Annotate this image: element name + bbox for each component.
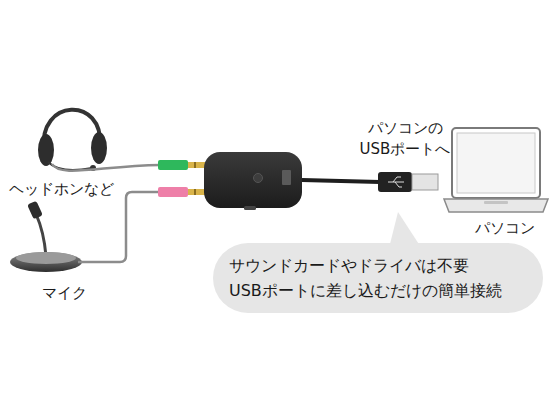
node-text: パソコン bbox=[458, 217, 552, 239]
usb-plug bbox=[378, 172, 438, 192]
speech-bubble: サウンドカードやドライバは不要 USBポートに差し込むだけの簡単接続 bbox=[213, 243, 543, 313]
laptop-icon bbox=[444, 128, 548, 212]
device-label: マイク bbox=[24, 281, 104, 305]
port-note: パソコンの USBポートへ bbox=[350, 118, 460, 160]
device-label: ヘッドホンなど bbox=[0, 177, 122, 201]
pink-plug bbox=[158, 187, 205, 197]
usb-audio-adapter bbox=[204, 152, 302, 210]
microphone-icon bbox=[10, 201, 82, 272]
node-text: マイク bbox=[24, 282, 104, 304]
usb-cable bbox=[302, 180, 380, 182]
microphone-cable bbox=[78, 192, 160, 262]
device-label: パソコン bbox=[458, 216, 552, 240]
green-plug bbox=[158, 160, 205, 170]
node-text: ヘッドホンなど bbox=[0, 178, 122, 200]
headphone-cable bbox=[52, 164, 160, 171]
node-text: サウンドカードやドライバは不要 USBポートに差し込むだけの簡単接続 bbox=[229, 253, 527, 303]
headphones-icon bbox=[38, 110, 107, 171]
